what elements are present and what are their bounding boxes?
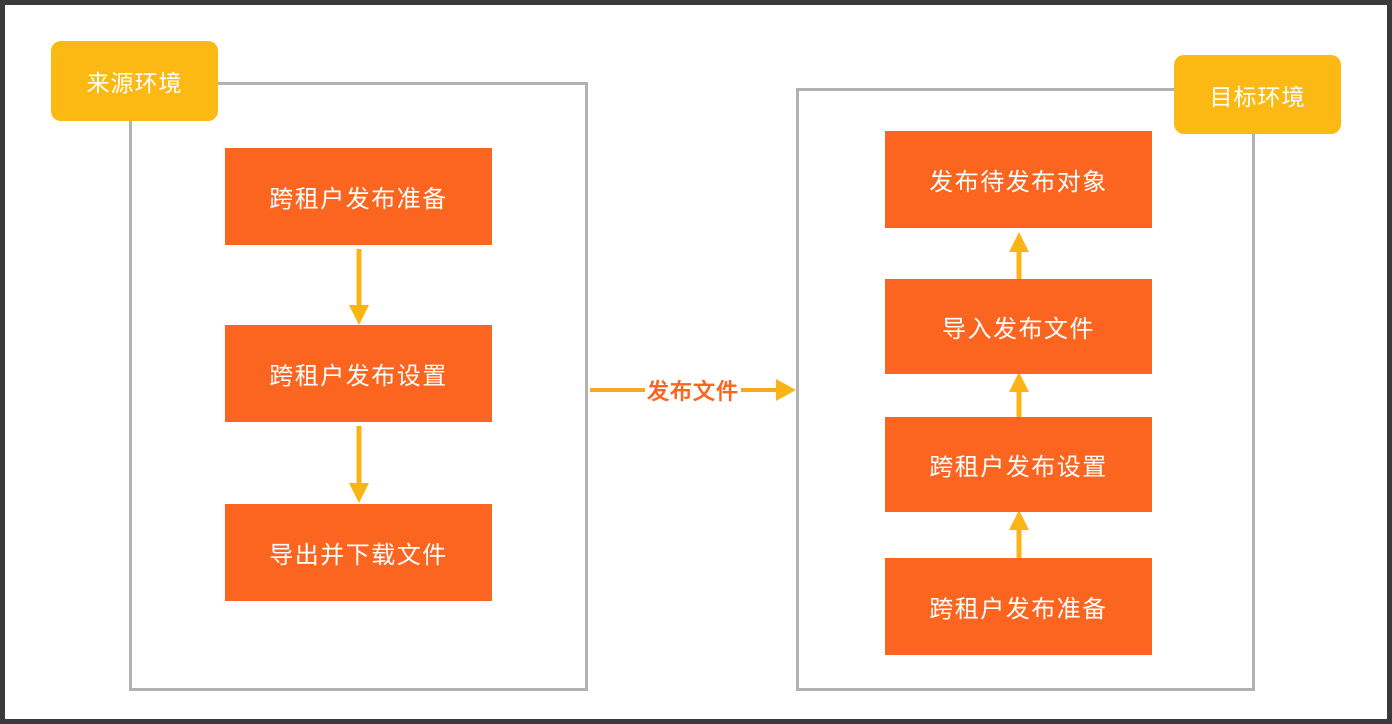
arrow-stem bbox=[1016, 391, 1022, 419]
step-box-target-4[interactable]: 发布待发布对象 bbox=[885, 131, 1152, 228]
step-box-source-3[interactable]: 导出并下载文件 bbox=[225, 504, 492, 601]
step-box-target-3[interactable]: 导入发布文件 bbox=[885, 279, 1152, 374]
step-box-source-2[interactable]: 跨租户发布设置 bbox=[225, 325, 492, 422]
transfer-arrow: 发布文件 bbox=[590, 373, 796, 407]
arrow-head-down-icon bbox=[349, 483, 369, 503]
arrow-stem bbox=[356, 426, 362, 484]
arrow-target-3-to-4 bbox=[1009, 232, 1029, 279]
arrow-head-down-icon bbox=[349, 305, 369, 325]
source-environment-label: 来源环境 bbox=[51, 41, 218, 121]
arrow-head-up-icon bbox=[1009, 510, 1029, 530]
arrow-head-up-icon bbox=[1009, 372, 1029, 392]
step-box-target-1[interactable]: 跨租户发布准备 bbox=[885, 558, 1152, 655]
diagram-canvas: 来源环境 跨租户发布准备 跨租户发布设置 导出并下载文件 发布文件 目标环境 发… bbox=[5, 5, 1387, 719]
arrow-head-up-icon bbox=[1009, 232, 1029, 252]
arrow-stem bbox=[1016, 251, 1022, 279]
target-environment-label: 目标环境 bbox=[1174, 55, 1341, 134]
arrow-source-1-to-2 bbox=[349, 249, 369, 325]
arrow-target-2-to-3 bbox=[1009, 372, 1029, 419]
arrow-source-2-to-3 bbox=[349, 426, 369, 503]
step-box-target-2[interactable]: 跨租户发布设置 bbox=[885, 417, 1152, 512]
arrow-head-right-icon bbox=[776, 379, 796, 401]
source-environment-container bbox=[129, 82, 588, 691]
step-box-source-1[interactable]: 跨租户发布准备 bbox=[225, 148, 492, 245]
arrow-target-1-to-2 bbox=[1009, 510, 1029, 558]
target-environment-container bbox=[796, 88, 1255, 691]
transfer-arrow-label: 发布文件 bbox=[644, 374, 742, 406]
arrow-stem bbox=[1016, 529, 1022, 558]
arrow-stem bbox=[356, 249, 362, 306]
